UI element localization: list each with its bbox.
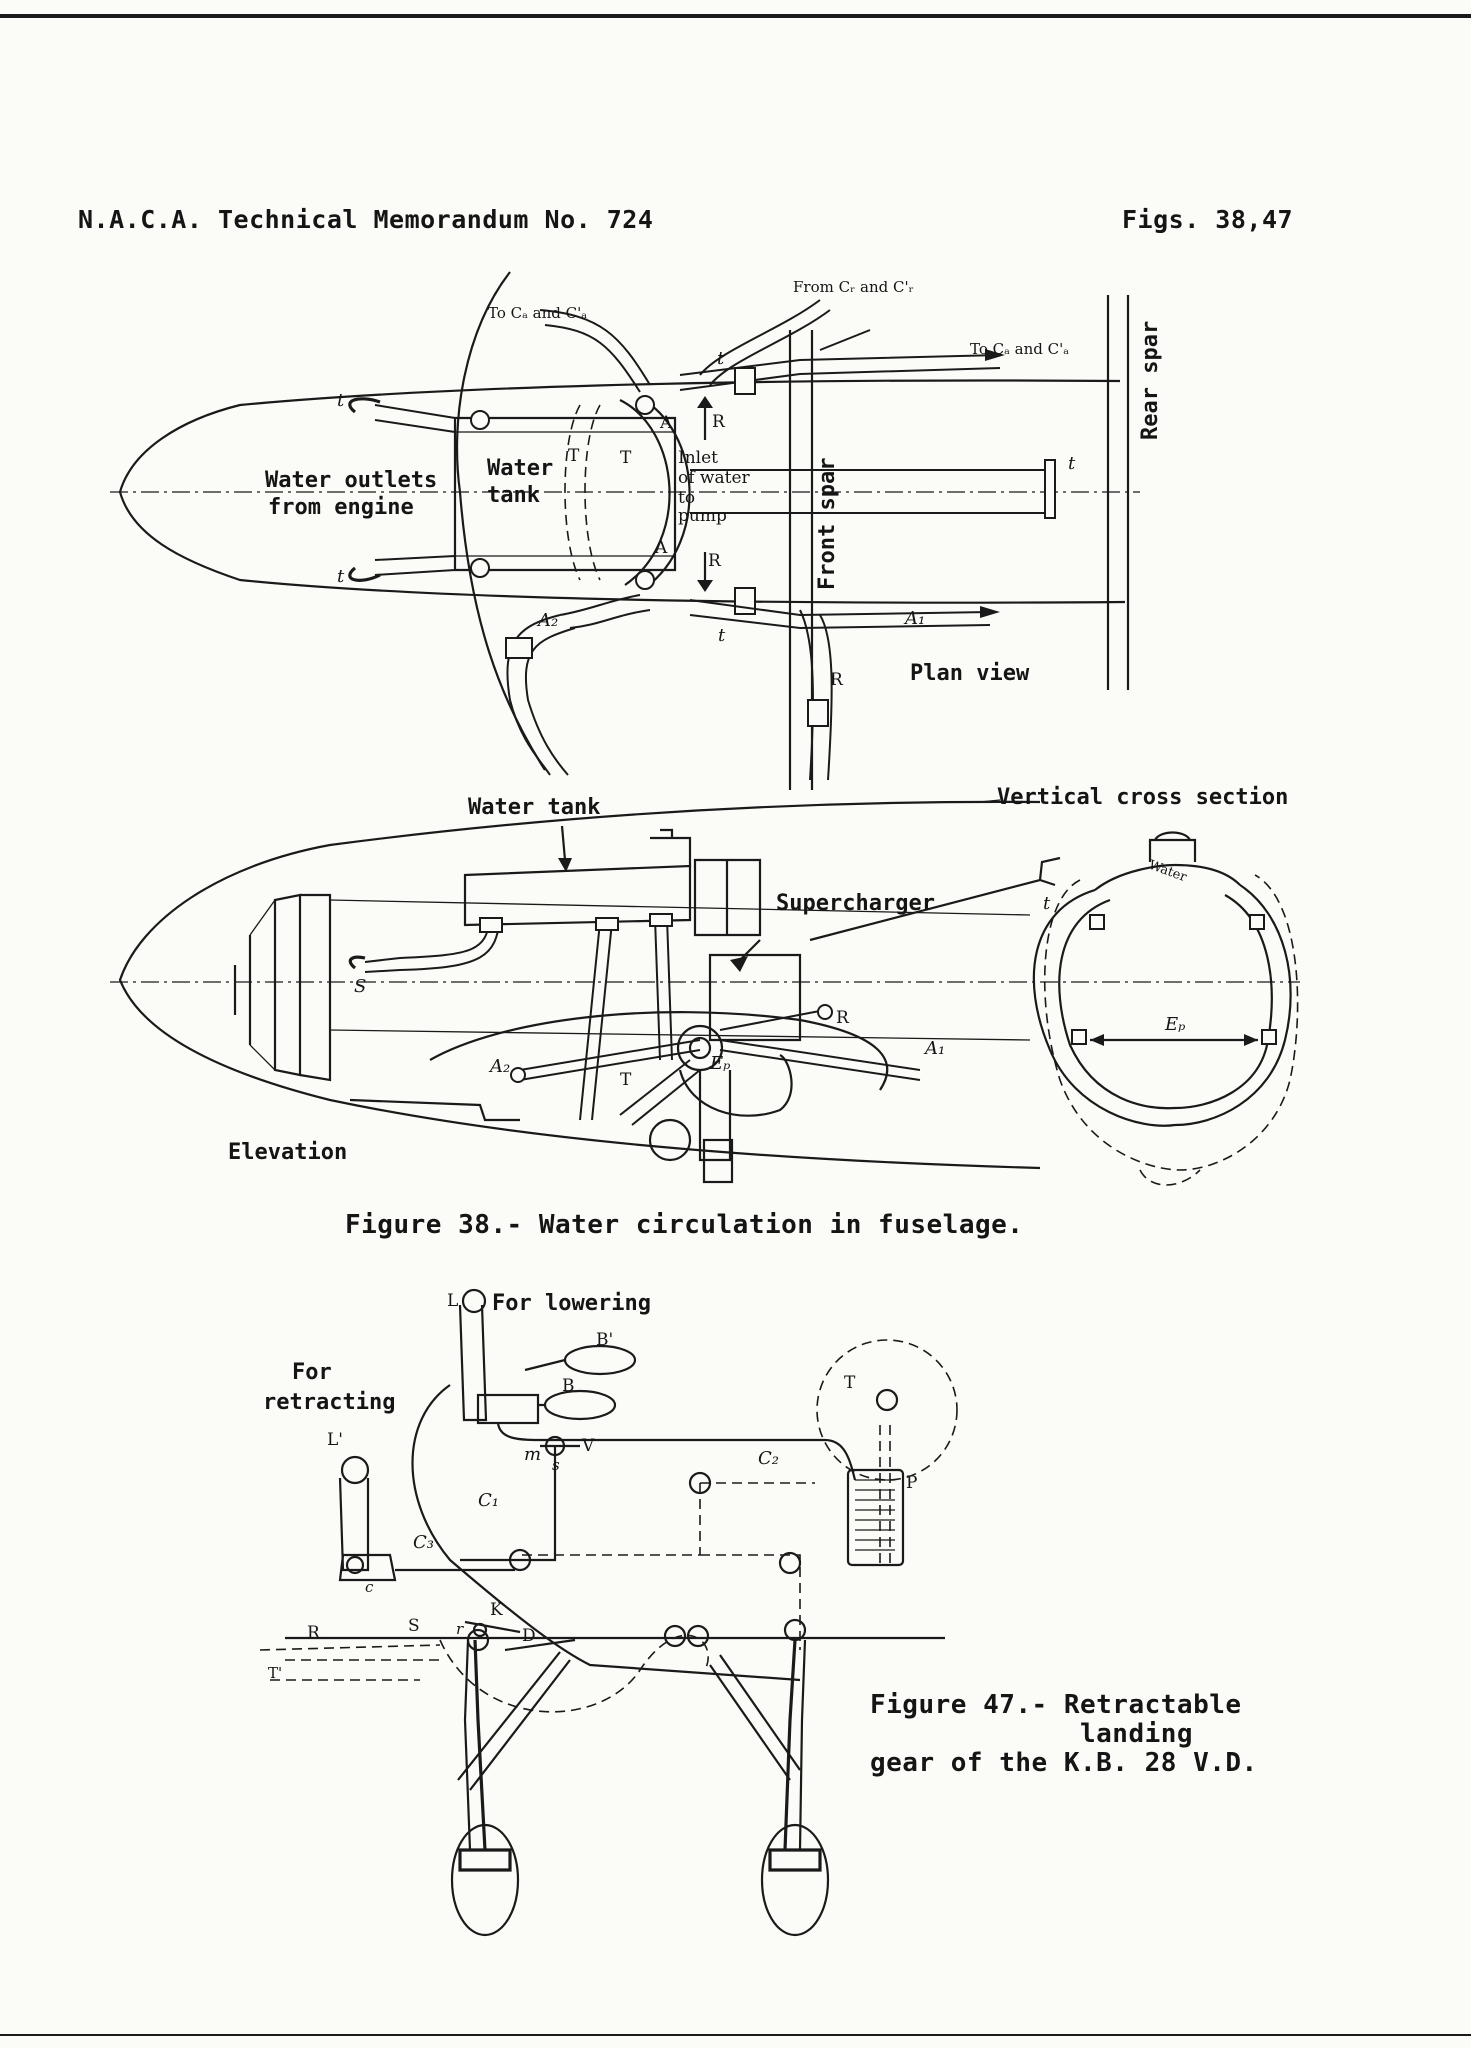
letter-S-gear: S (408, 1616, 420, 1636)
letter-P: P (906, 1473, 918, 1493)
label-water-tank-plan-2: tank (487, 483, 540, 508)
letter-T-1: T (568, 446, 580, 466)
label-supercharger: Supercharger (776, 891, 935, 916)
label-for-retracting-1: For (292, 1360, 332, 1385)
figure-47-caption-line-3: gear of the K.B. 28 V.D. (870, 1748, 1258, 1778)
label-inlet-3: to (678, 488, 696, 508)
letter-A2-plan: A₂ (538, 610, 559, 631)
top-border-rule (0, 14, 1471, 18)
label-inlet-2: of water (678, 468, 750, 488)
label-front-spar: Front spar (815, 457, 840, 590)
letter-Ep-cross-section: Eₚ (1165, 1014, 1186, 1035)
label-water-outlets-2: from engine (268, 495, 414, 520)
letter-R-1: R (712, 412, 725, 432)
letter-A2-elevation: A₂ (490, 1056, 511, 1077)
bottom-border-rule (0, 2034, 1471, 2036)
letter-c: c (365, 1578, 374, 1596)
letter-L-prime: L' (327, 1430, 343, 1450)
landing-gear-drawing (259, 1288, 958, 1937)
label-inlet-4: pump (678, 506, 727, 526)
letter-C1: C₁ (478, 1490, 499, 1511)
letter-D: D (522, 1626, 536, 1646)
memo-header: N.A.C.A. Technical Memorandum No. 724 (78, 205, 654, 234)
letter-L: L (447, 1291, 459, 1311)
letter-S-elevation: S (354, 976, 367, 997)
label-elevation: Elevation (228, 1140, 348, 1165)
letter-t-3: t (718, 625, 726, 646)
letter-T-2: T (620, 448, 632, 468)
letter-t-4: t (1068, 453, 1076, 474)
letter-B: B (562, 1376, 575, 1396)
letter-A-1: A (660, 413, 673, 433)
figure-numbers: Figs. 38,47 (1122, 205, 1294, 234)
letter-R-2: R (708, 551, 721, 571)
label-to-ca-right: To Cₐ and C'ₐ (970, 340, 1070, 358)
letter-t-2: t (337, 566, 345, 587)
letter-T-prime: T' (268, 1664, 283, 1682)
letter-t-5: t (717, 348, 725, 369)
letter-C3: C₃ (413, 1532, 434, 1553)
letter-R-elevation: R (836, 1008, 849, 1028)
letter-Ep-pump: Eₚ (710, 1053, 731, 1074)
letter-R-gear: R (307, 1623, 320, 1643)
label-rear-spar: Rear spar (1138, 320, 1163, 440)
label-for-lowering: For lowering (492, 1291, 651, 1316)
label-water-outlets-1: Water outlets (265, 468, 438, 493)
letter-A1-plan: A₁ (905, 608, 926, 629)
letter-T-drum: T (844, 1373, 856, 1393)
letter-s: s (552, 1456, 560, 1474)
label-vertical-cross-section: Vertical cross section (997, 785, 1289, 810)
label-plan-view: Plan view (910, 661, 1030, 686)
letter-B-prime: B' (596, 1330, 614, 1350)
letter-C2: C₂ (758, 1448, 779, 1469)
label-water-tank-elevation: Water tank (468, 795, 601, 820)
elevation-drawing (110, 799, 1300, 1186)
plan-view-drawing (110, 271, 1140, 790)
figure-47-caption-line-1: Figure 47.- Retractable (870, 1690, 1242, 1720)
label-to-ca-top: To Cₐ and C'ₐ (488, 304, 588, 322)
label-from-cr: From Cᵣ and C'ᵣ (793, 278, 914, 296)
letter-A1-elevation: A₁ (925, 1038, 946, 1059)
label-water-tank-plan-1: Water (487, 456, 554, 481)
letter-t-elevation: t (1043, 893, 1051, 914)
letter-T-elevation: T (620, 1070, 632, 1090)
figure-38-caption: Figure 38.- Water circulation in fuselag… (345, 1210, 1024, 1240)
figure-47-caption-line-2: landing (1080, 1719, 1194, 1749)
letter-V: V (582, 1436, 595, 1456)
letter-m: m (524, 1444, 542, 1465)
letter-K: K (490, 1600, 503, 1620)
label-inlet-1: Inlet (678, 448, 718, 468)
letter-R-3: R (830, 670, 843, 690)
letter-t-1: t (337, 390, 345, 411)
letter-A-2: A (655, 538, 668, 558)
label-for-retracting-2: retracting (263, 1390, 396, 1415)
letter-r: r (456, 1620, 464, 1638)
